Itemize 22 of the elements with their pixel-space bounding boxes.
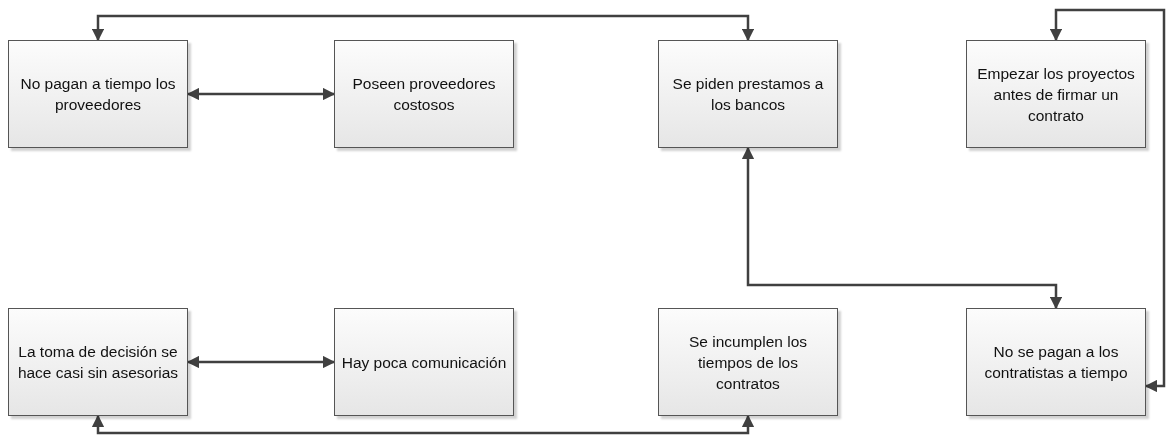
- box-text: Empezar los proyectos antes de firmar un contrato: [976, 63, 1136, 126]
- process-box: [8, 40, 188, 148]
- process-box: [334, 40, 514, 148]
- box-text: Se incumplen los tiempos de los contratos: [687, 331, 808, 394]
- process-box: [966, 40, 1146, 148]
- process-box: [8, 308, 188, 416]
- box-text: La toma de decisión se hace casi sin asesorias: [16, 342, 180, 383]
- box-text: Se piden prestamos a los bancos: [671, 74, 825, 115]
- process-box: [334, 308, 514, 416]
- arrow: [186, 355, 336, 369]
- box-text: No se pagan a los contratistas a tiempo: [983, 342, 1129, 383]
- process-box: [966, 308, 1146, 416]
- process-box: [658, 308, 838, 416]
- box-text: Hay poca comunicación: [341, 352, 507, 373]
- process-box: [658, 40, 838, 148]
- arrow: [186, 87, 336, 101]
- arrow: [741, 146, 1063, 310]
- box-text: No pagan a tiempo los proveedores: [19, 74, 177, 115]
- arrow: [1049, 8, 1166, 393]
- arrow: [91, 14, 755, 42]
- arrow: [91, 414, 755, 435]
- box-text: Poseen proveedores costosos: [351, 74, 497, 115]
